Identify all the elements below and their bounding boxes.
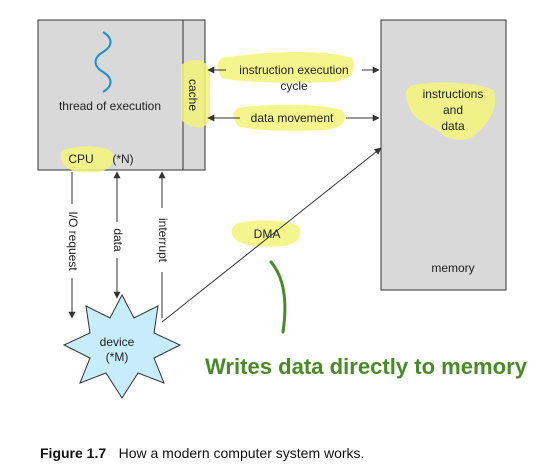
thread-squiggle-icon [94, 31, 112, 93]
memory-contents-line-2: and [443, 103, 463, 117]
memory-contents-line-1: instructions [423, 87, 484, 101]
highlight-instructions-and-data [405, 82, 496, 140]
annotation-text: Writes data directly to memory [205, 354, 528, 379]
figure-caption-number: Figure 1.7 [40, 445, 106, 461]
data-label: data [111, 228, 125, 252]
dma-arrow [161, 147, 382, 323]
cache-label: cache [186, 79, 200, 111]
annotation-pointer-stroke [269, 260, 287, 334]
interrupt-label: interrupt [156, 218, 170, 263]
interrupt-label-bg [155, 208, 169, 272]
memory-label: memory [431, 261, 474, 275]
highlight-data-movement [233, 104, 346, 131]
highlight-dma [231, 220, 301, 247]
figure-caption-text: How a modern computer system works. [119, 445, 365, 461]
io-request-label-bg [65, 204, 79, 278]
data-movement-label: data movement [251, 111, 334, 125]
highlight-cpu [60, 146, 114, 173]
highlight-instruction-execution [217, 52, 354, 83]
device-count-label: (*M) [106, 350, 129, 364]
cpu-count-label: (*N) [112, 152, 133, 166]
io-request-label: I/O request [66, 211, 80, 271]
highlights [60, 52, 496, 247]
dma-label: DMA [254, 227, 281, 241]
cpu-label: CPU [68, 152, 93, 166]
figure-caption: Figure 1.7 How a modern computer system … [40, 445, 364, 462]
memory-contents-line-3: data [441, 119, 465, 133]
memory-box [380, 19, 507, 291]
thread-of-execution-label: thread of execution [59, 99, 161, 113]
instruction-cycle-label-line-2: cycle [280, 79, 308, 93]
instruction-cycle-label: instruction execution [239, 63, 348, 77]
data-label-bg [110, 222, 124, 258]
highlight-cache [181, 60, 211, 128]
device-label: device [100, 335, 135, 349]
device-star [62, 293, 182, 399]
